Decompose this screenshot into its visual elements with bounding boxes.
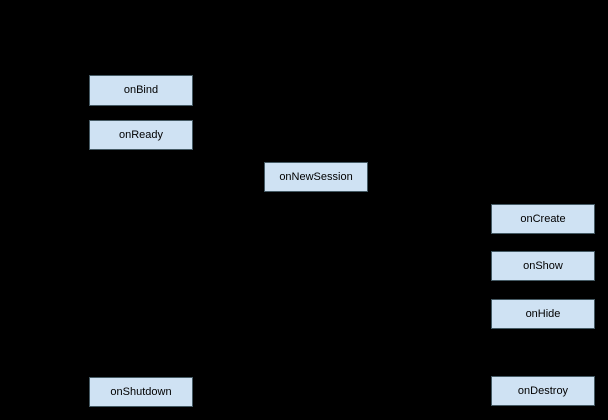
node-onshow: onShow — [491, 251, 595, 281]
node-ondestroy: onDestroy — [491, 376, 595, 406]
node-onshutdown: onShutdown — [89, 377, 193, 407]
node-onhide: onHide — [491, 299, 595, 329]
node-onbind: onBind — [89, 75, 193, 106]
node-oncreate: onCreate — [491, 204, 595, 234]
node-onnewsession: onNewSession — [264, 162, 368, 192]
node-onready: onReady — [89, 120, 193, 150]
